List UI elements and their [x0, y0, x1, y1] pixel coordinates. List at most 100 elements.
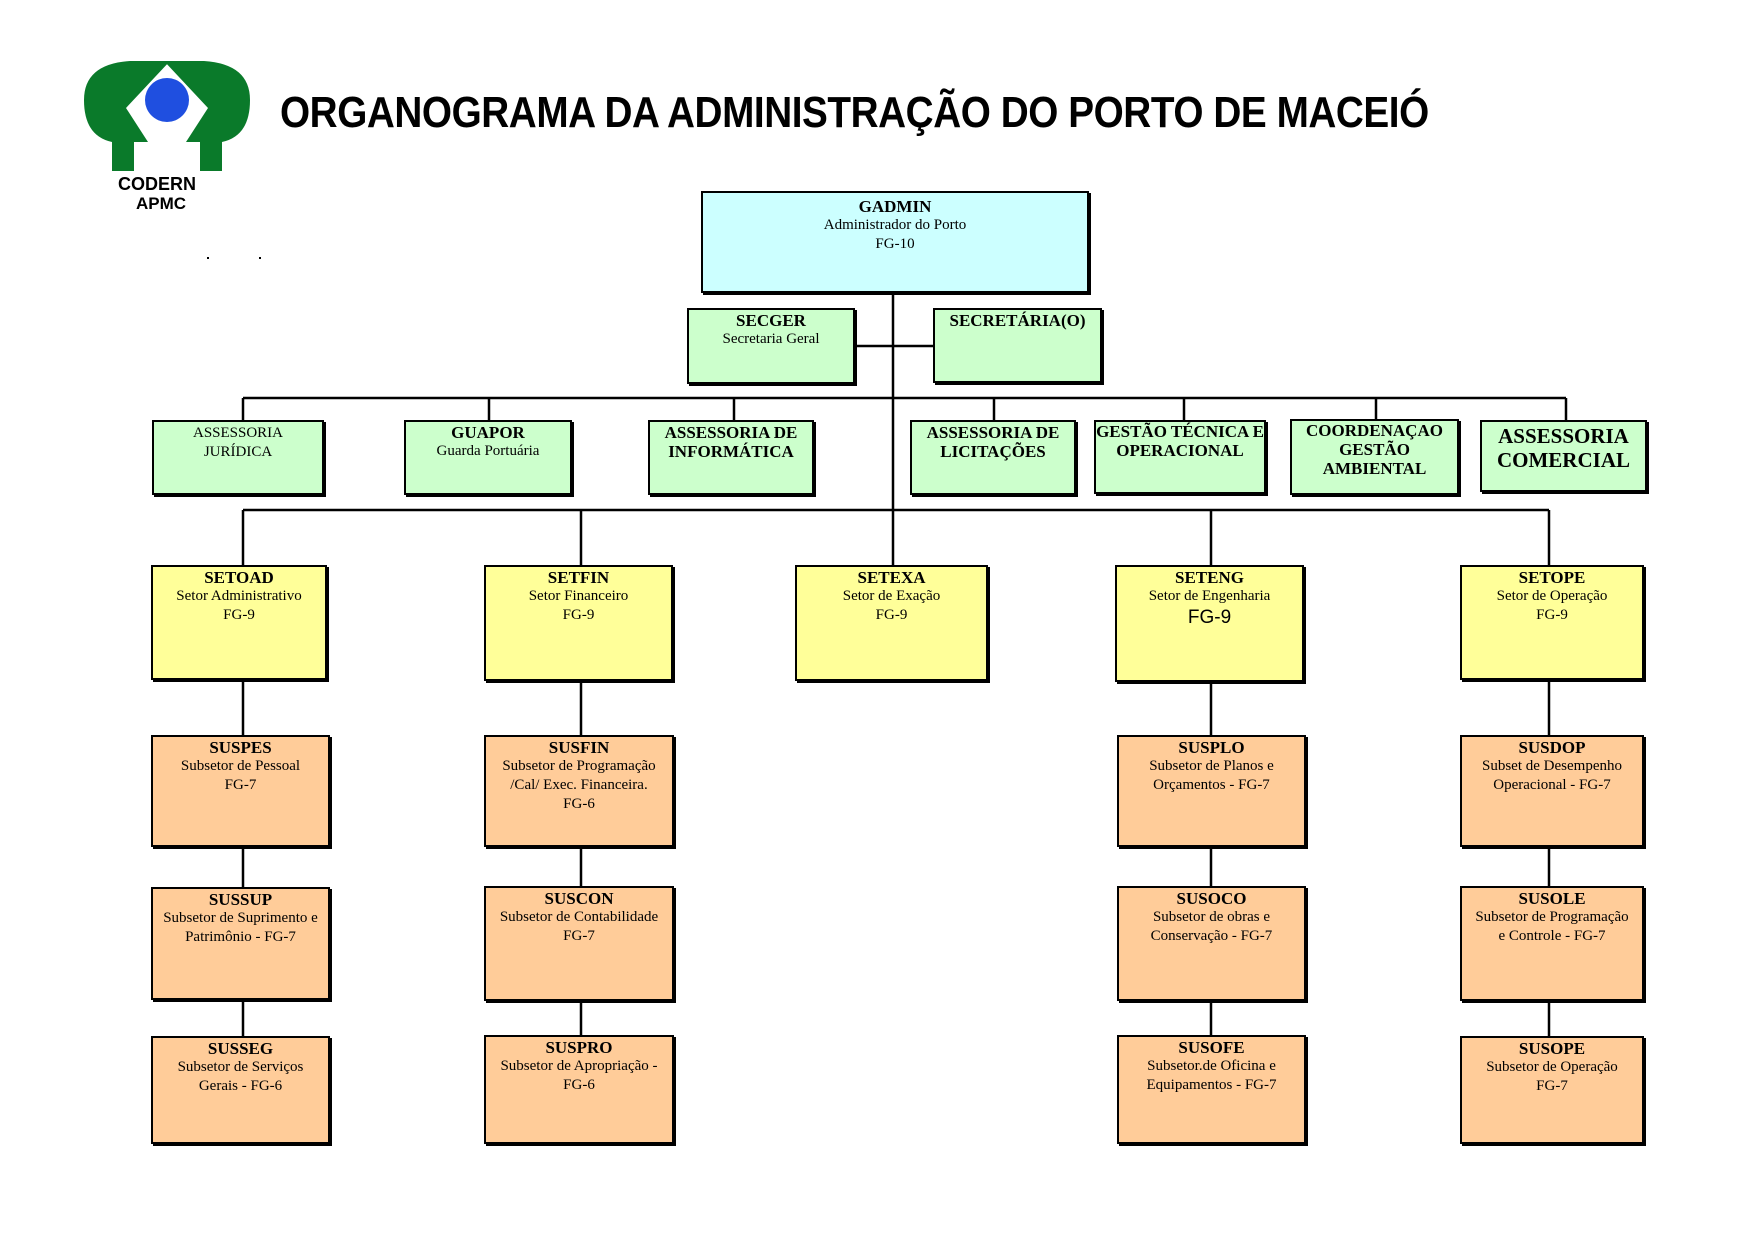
- susoco-line1: Subsetor de obras e: [1152, 909, 1271, 925]
- secretaria-box: SECRETÁRIA(O): [933, 308, 1102, 383]
- susseg-code: SUSSEG: [207, 1039, 274, 1058]
- susoco-box: SUSOCO Subsetor de obras e Conservação -…: [1117, 886, 1306, 1001]
- coordenacao-line3: AMBIENTAL: [1322, 459, 1427, 478]
- sussup-box: SUSSUP Subsetor de Suprimento e Patrimôn…: [151, 887, 330, 1000]
- setfin-desc: Setor Financeiro: [528, 588, 629, 604]
- suscon-box: SUSCON Subsetor de Contabilidade FG-7: [484, 886, 674, 1001]
- seteng-fg: FG-9: [1187, 607, 1232, 628]
- susole-line2: e Controle - FG-7: [1498, 928, 1606, 944]
- juridica-line1: ASSESSORIA: [192, 425, 284, 441]
- secretaria-code: SECRETÁRIA(O): [949, 311, 1086, 330]
- secger-code: SECGER: [736, 311, 806, 330]
- gestao-tecnica-box: GESTÃO TÉCNICA E OPERACIONAL: [1094, 420, 1266, 494]
- codern-logo: [84, 61, 250, 171]
- guapor-box: GUAPOR Guarda Portuária: [404, 420, 572, 495]
- gestao-tecnica-line1: GESTÃO TÉCNICA E: [1096, 422, 1264, 441]
- secger-box: SECGER Secretaria Geral: [687, 308, 855, 384]
- setexa-code: SETEXA: [857, 568, 926, 587]
- juridica-line2: JURÍDICA: [203, 444, 273, 460]
- setoad-box: SETOAD Setor Administrativo FG-9: [151, 565, 327, 680]
- susofe-line1: Subsetor.de Oficina e: [1147, 1058, 1276, 1074]
- susfin-line1: Subsetor de Programação: [502, 758, 656, 774]
- suspro-line1: Subsetor de Apropriação -: [500, 1058, 658, 1074]
- suspro-box: SUSPRO Subsetor de Apropriação - FG-6: [484, 1035, 674, 1144]
- susplo-code: SUSPLO: [1178, 738, 1245, 757]
- sussup-line2: Patrimônio - FG-7: [185, 929, 296, 945]
- susole-line1: Subsetor de Programação: [1475, 909, 1629, 925]
- licitacoes-line2: LICITAÇÕES: [940, 442, 1046, 461]
- susdop-line1: Subset de Desempenho: [1482, 758, 1622, 774]
- logo-green-right: [164, 61, 250, 171]
- susplo-line2: Orçamentos - FG-7: [1153, 777, 1270, 793]
- susseg-line2: Gerais - FG-6: [198, 1078, 283, 1094]
- susope-code: SUSOPE: [1518, 1039, 1586, 1058]
- gadmin-desc: Administrador do Porto: [823, 217, 967, 233]
- gestao-tecnica-line2: OPERACIONAL: [1116, 441, 1244, 460]
- page-title: ORGANOGRAMA DA ADMINISTRAÇÃO DO PORTO DE…: [280, 88, 1429, 137]
- comercial-line1: ASSESSORIA: [1498, 424, 1629, 448]
- guapor-desc: Guarda Portuária: [436, 443, 540, 459]
- assessoria-comercial-box: ASSESSORIA COMERCIAL: [1480, 420, 1647, 492]
- logo-blue-circle: [145, 78, 189, 122]
- susole-box: SUSOLE Subsetor de Programação e Control…: [1460, 886, 1644, 1001]
- susope-box: SUSOPE Subsetor de Operação FG-7: [1460, 1036, 1644, 1144]
- setope-fg: FG-9: [1536, 607, 1568, 623]
- informatica-line1: ASSESSORIA DE: [664, 423, 798, 442]
- suspro-line2: FG-6: [563, 1077, 595, 1093]
- setope-desc: Setor de Operação: [1496, 588, 1608, 604]
- susofe-line2: Equipamentos - FG-7: [1146, 1077, 1277, 1093]
- logo-line-codern: CODERN: [118, 174, 197, 194]
- setfin-code: SETFIN: [547, 568, 610, 587]
- assessoria-informatica-box: ASSESSORIA DE INFORMÁTICA: [648, 420, 814, 495]
- comercial-line2: COMERCIAL: [1496, 448, 1630, 472]
- susseg-line1: Subsetor de Serviços: [177, 1059, 304, 1075]
- suscon-code: SUSCON: [544, 889, 614, 908]
- setexa-desc: Setor de Exação: [842, 588, 941, 604]
- sussup-line1: Subsetor de Suprimento e: [163, 910, 318, 926]
- gadmin-code: GADMIN: [858, 197, 932, 216]
- susfin-line3: FG-6: [563, 796, 595, 812]
- suspes-line1: Subsetor de Pessoal: [180, 758, 301, 774]
- stray-dot: [259, 257, 261, 259]
- setexa-box: SETEXA Setor de Exação FG-9: [795, 565, 988, 681]
- seteng-box: SETENG Setor de Engenharia FG-9: [1115, 565, 1304, 682]
- susdop-code: SUSDOP: [1518, 738, 1586, 757]
- susofe-box: SUSOFE Subsetor.de Oficina e Equipamento…: [1117, 1035, 1306, 1144]
- assessoria-juridica-box: ASSESSORIA JURÍDICA: [152, 420, 324, 495]
- gadmin-box: GADMIN Administrador do Porto FG-10: [701, 191, 1089, 293]
- seteng-desc: Setor de Engenharia: [1148, 588, 1271, 604]
- susplo-line1: Subsetor de Planos e: [1149, 758, 1274, 774]
- gadmin-fg: FG-10: [875, 236, 915, 252]
- logo-line-apmc: APMC: [136, 194, 187, 213]
- stray-dot: [207, 257, 209, 259]
- setfin-fg: FG-9: [562, 607, 595, 623]
- susfin-code: SUSFIN: [548, 738, 610, 757]
- setoad-desc: Setor Administrativo: [176, 588, 302, 604]
- susoco-line2: Conservação - FG-7: [1150, 928, 1273, 944]
- coordenacao-line1: COORDENAÇAO: [1306, 421, 1443, 440]
- susdop-box: SUSDOP Subset de Desempenho Operacional …: [1460, 735, 1644, 847]
- coordenacao-line2: GESTÃO: [1339, 440, 1410, 459]
- setope-box: SETOPE Setor de Operação FG-9: [1460, 565, 1644, 680]
- informatica-line2: INFORMÁTICA: [668, 442, 794, 461]
- suspes-code: SUSPES: [209, 738, 272, 757]
- susole-code: SUSOLE: [1518, 889, 1586, 908]
- susdop-line2: Operacional - FG-7: [1493, 777, 1611, 793]
- suspes-line2: FG-7: [224, 777, 257, 793]
- susfin-box: SUSFIN Subsetor de Programação /Cal/ Exe…: [484, 735, 674, 847]
- susseg-box: SUSSEG Subsetor de Serviços Gerais - FG-…: [151, 1036, 330, 1144]
- susplo-box: SUSPLO Subsetor de Planos e Orçamentos -…: [1117, 735, 1306, 847]
- sussup-code: SUSSUP: [208, 890, 273, 909]
- licitacoes-line1: ASSESSORIA DE: [926, 423, 1060, 442]
- setexa-fg: FG-9: [875, 607, 908, 623]
- suscon-line2: FG-7: [563, 928, 595, 944]
- susfin-line2: /Cal/ Exec. Financeira.: [510, 777, 648, 793]
- susope-line1: Subsetor de Operação: [1486, 1059, 1618, 1075]
- guapor-code: GUAPOR: [451, 423, 525, 442]
- setope-code: SETOPE: [1518, 568, 1586, 587]
- coordenacao-ambiental-box: COORDENAÇAO GESTÃO AMBIENTAL: [1290, 419, 1459, 495]
- secger-desc: Secretaria Geral: [722, 331, 820, 347]
- suspro-code: SUSPRO: [545, 1038, 613, 1057]
- setfin-box: SETFIN Setor Financeiro FG-9: [484, 565, 673, 681]
- suspes-box: SUSPES Subsetor de Pessoal FG-7: [151, 735, 330, 847]
